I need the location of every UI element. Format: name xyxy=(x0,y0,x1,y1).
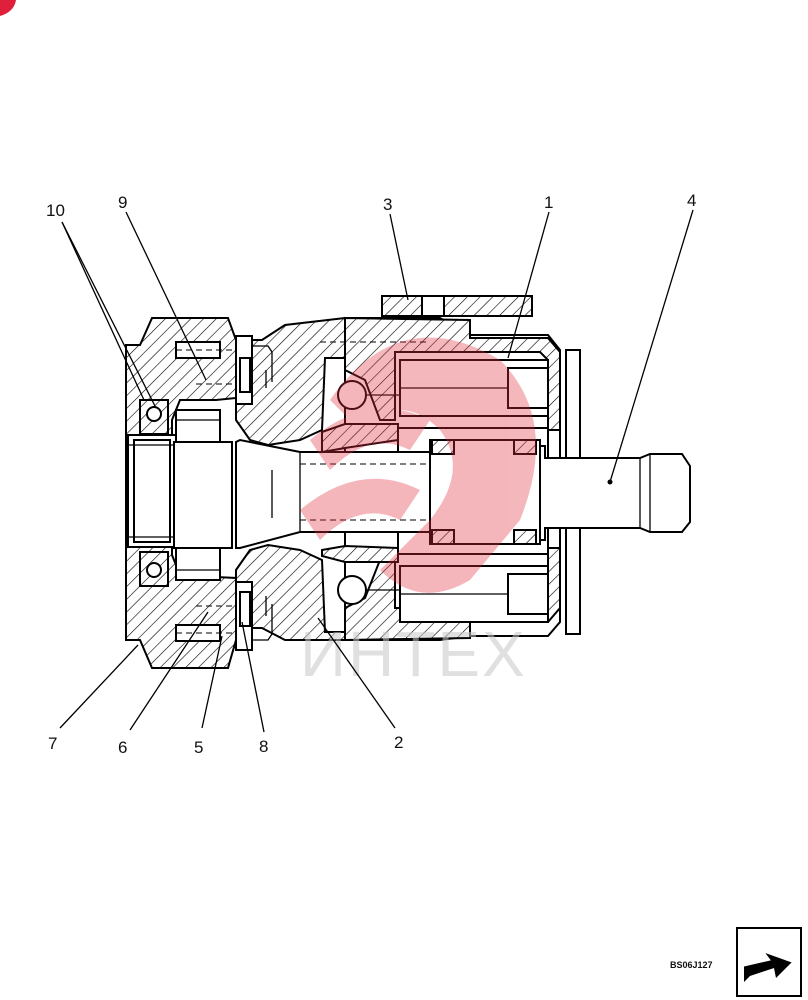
valve-housing-lower xyxy=(235,543,346,641)
callout-4: 4 xyxy=(687,191,696,210)
callout-9: 9 xyxy=(118,193,127,212)
next-page-arrow-icon[interactable] xyxy=(736,927,802,997)
hub-sleeve xyxy=(173,441,233,549)
watermark xyxy=(300,337,536,593)
seal-upper xyxy=(139,399,169,435)
callout-8: 8 xyxy=(259,737,268,756)
swash-plate-lower xyxy=(321,544,399,563)
bolt-upper xyxy=(175,335,273,405)
callout-5: 5 xyxy=(194,738,203,757)
seal-lower xyxy=(139,551,169,587)
callout-2: 2 xyxy=(394,733,403,752)
valve-housing-upper xyxy=(235,316,346,447)
spring-retainer xyxy=(429,439,541,545)
piston-shoe-lower xyxy=(337,575,367,605)
motor-body xyxy=(125,295,691,669)
leader-lines xyxy=(59,209,694,733)
swash-plate-upper xyxy=(321,423,399,454)
bearing-inner xyxy=(133,439,171,543)
bolt-lower xyxy=(175,581,273,651)
bushing-upper xyxy=(175,409,221,443)
callout-7: 7 xyxy=(48,734,57,753)
drawing-code: BS06J127 xyxy=(670,960,713,970)
corner-mark xyxy=(0,0,16,16)
bushing-lower xyxy=(175,547,221,581)
callout-6: 6 xyxy=(118,738,127,757)
watermark-text: ИНТЕХ xyxy=(300,618,527,690)
callout-3: 3 xyxy=(383,195,392,214)
mounting-flange xyxy=(381,295,533,317)
callout-10: 10 xyxy=(46,201,65,220)
callout-1: 1 xyxy=(544,193,553,212)
